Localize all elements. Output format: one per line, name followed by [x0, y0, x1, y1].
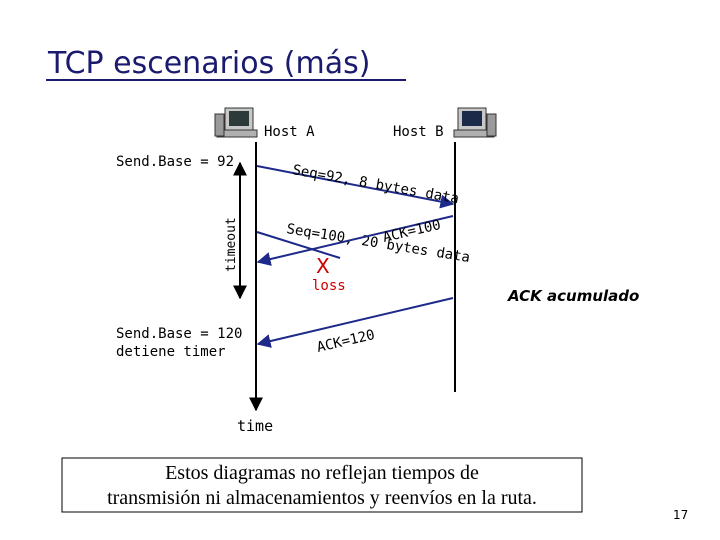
caption-line-1: Estos diagramas no reflejan tiempos de: [165, 462, 479, 484]
page-number: 17: [673, 508, 688, 522]
stops-timer-label: detiene timer: [116, 344, 226, 360]
seq100-message-arrow: [256, 231, 341, 259]
host-b-label: Host B: [393, 124, 444, 140]
caption-line-2: transmisión ni almacenamientos y reenvío…: [107, 487, 537, 509]
seq92-label: Seq=92, 8 bytes data: [291, 162, 460, 207]
slide-title: TCP escenarios (más): [47, 46, 370, 81]
ack100-arrow: [256, 215, 454, 266]
cumulative-ack-label: ACK acumulado: [507, 287, 639, 305]
host-b-computer-icon: [453, 107, 497, 138]
ack120-arrow: [256, 297, 454, 348]
time-axis-label: time: [237, 417, 273, 435]
seq100-label: Seq=100, 20 bytes data: [285, 221, 471, 266]
caption-box: [61, 457, 583, 513]
host-a-computer-icon: [214, 107, 258, 138]
seq92-message-arrow: [256, 165, 455, 209]
sendbase-92-label: Send.Base = 92: [116, 154, 234, 170]
ack120-label: ACK=120: [315, 327, 376, 356]
sendbase-120-label: Send.Base = 120: [116, 326, 242, 342]
host-a-label: Host A: [264, 124, 315, 140]
loss-label: loss: [312, 278, 346, 294]
timeout-label: timeout: [224, 217, 239, 272]
loss-x-mark: X: [316, 254, 330, 278]
